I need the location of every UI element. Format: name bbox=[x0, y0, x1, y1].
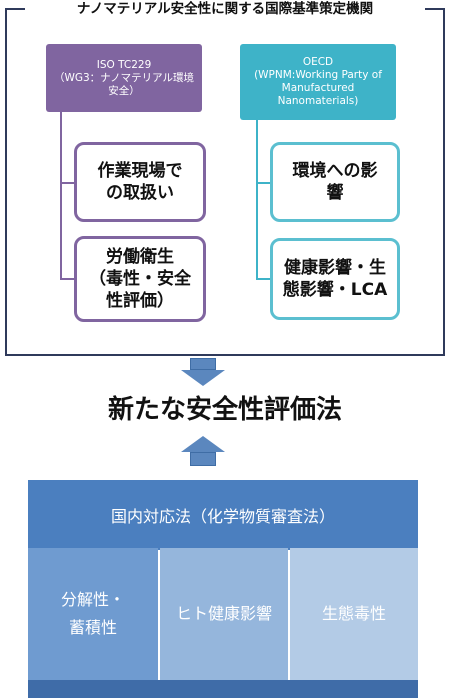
down-arrow-icon bbox=[181, 370, 225, 386]
occupational-health-line1: 労働衛生 bbox=[106, 247, 174, 267]
ecotoxicity-cell: 生態毒性 bbox=[290, 548, 418, 680]
iso-connector-branch-2 bbox=[60, 278, 74, 280]
ecotoxicity-label: 生態毒性 bbox=[321, 604, 386, 623]
occupational-health-box: 労働衛生 （毒性・安全 性評価） bbox=[74, 236, 206, 322]
oecd-header: OECD (WPNM:Working Party of Manufactured… bbox=[240, 44, 396, 120]
frame-title: ナノマテリアル安全性に関する国際基準策定機関 bbox=[30, 0, 420, 18]
oecd-header-line4: Nanomaterials) bbox=[277, 95, 359, 107]
oecd-connector-branch-1 bbox=[256, 182, 270, 184]
oecd-header-line2: (WPNM:Working Party of bbox=[254, 69, 382, 81]
domestic-law-bar: 国内対応法（化学物質審査法） bbox=[28, 480, 418, 550]
health-eco-impact-line2: 態影響・LCA bbox=[282, 280, 388, 300]
iso-tc229-header: ISO TC229 （WG3：ナノマテリアル環境 安全） bbox=[46, 44, 202, 112]
occupational-health-line3: 性評価） bbox=[106, 291, 174, 311]
degradability-line2: 蓄積性 bbox=[68, 618, 117, 637]
iso-header-line3: 安全） bbox=[108, 84, 140, 97]
iso-header-line2: （WG3：ナノマテリアル環境 bbox=[53, 71, 195, 84]
bottom-base-bar bbox=[28, 680, 418, 698]
health-eco-impact-box: 健康影響・生 態影響・LCA bbox=[270, 238, 400, 320]
human-health-label: ヒト健康影響 bbox=[175, 604, 272, 623]
environmental-impact-line1: 環境への影 bbox=[292, 161, 378, 181]
frame-top-right-segment bbox=[425, 8, 445, 10]
degradability-cell: 分解性・ 蓄積性 bbox=[28, 548, 158, 680]
health-eco-impact-line1: 健康影響・生 bbox=[284, 258, 386, 278]
oecd-connector-vertical bbox=[256, 120, 258, 280]
up-arrow-icon bbox=[181, 436, 225, 452]
oecd-header-line1: OECD bbox=[302, 56, 334, 68]
worksite-handling-line1: 作業現場で bbox=[97, 161, 183, 181]
worksite-handling-line2: の取扱い bbox=[106, 183, 174, 203]
down-arrow-shaft bbox=[190, 358, 216, 370]
iso-connector-branch-1 bbox=[60, 182, 74, 184]
human-health-cell: ヒト健康影響 bbox=[160, 548, 288, 680]
environmental-impact-box: 環境への影 響 bbox=[270, 142, 400, 222]
degradability-line1: 分解性・ bbox=[60, 590, 125, 609]
up-arrow-shaft bbox=[190, 452, 216, 466]
iso-header-line1: ISO TC229 bbox=[96, 58, 152, 71]
worksite-handling-box: 作業現場で の取扱い bbox=[74, 142, 206, 222]
occupational-health-line2: （毒性・安全 bbox=[89, 269, 191, 289]
standards-bodies-frame bbox=[5, 8, 445, 356]
center-title: 新たな安全性評価法 bbox=[107, 395, 342, 425]
iso-connector-vertical bbox=[60, 112, 62, 280]
frame-top-left-segment bbox=[5, 8, 25, 10]
environmental-impact-line2: 響 bbox=[326, 183, 344, 203]
oecd-header-line3: Manufactured bbox=[281, 82, 355, 94]
oecd-connector-branch-2 bbox=[256, 278, 270, 280]
